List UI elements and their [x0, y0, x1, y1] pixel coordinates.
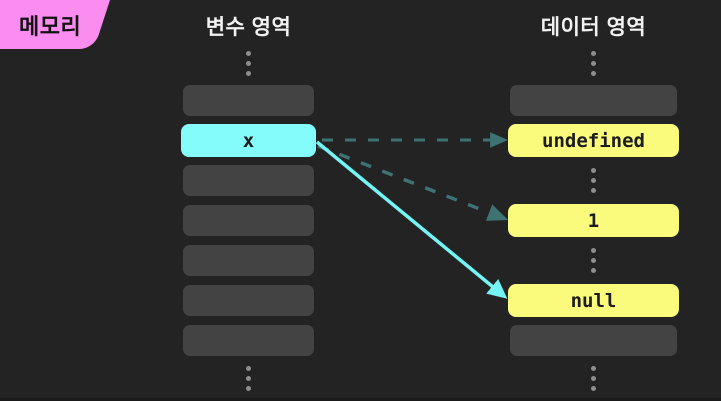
variable-box-x: x	[181, 124, 316, 157]
value-box-1-row: 1	[508, 204, 679, 237]
variables-column-header: 변수 영역	[205, 16, 292, 39]
dot	[246, 51, 251, 56]
memory-slot	[181, 204, 316, 237]
dot	[246, 61, 251, 66]
value-box-undefined-row: undefined	[508, 124, 679, 157]
arrow-x-to-null	[315, 140, 508, 299]
dot	[591, 178, 596, 183]
dot	[591, 51, 596, 56]
arrow-x-to-1	[317, 144, 509, 221]
memory-slot	[181, 324, 316, 357]
dot	[591, 258, 596, 263]
memory-slot	[181, 164, 316, 197]
data-column: undefined 1 null	[508, 84, 679, 357]
memory-slot	[181, 244, 316, 277]
value-box-null-row: null	[508, 284, 679, 317]
variables-column: x	[181, 84, 316, 357]
dot	[591, 188, 596, 193]
value-box-undefined: undefined	[508, 124, 679, 157]
memory-slot	[508, 324, 679, 357]
ellipsis-dots-mid-1	[508, 164, 679, 197]
dot	[246, 386, 251, 391]
dot	[591, 366, 596, 371]
dot	[591, 71, 596, 76]
dot	[246, 71, 251, 76]
memory-slot	[508, 84, 679, 117]
value-box-1: 1	[508, 204, 679, 237]
ellipsis-dots-top-variables	[246, 51, 251, 76]
dot	[591, 248, 596, 253]
dot	[591, 268, 596, 273]
ellipsis-dots-bottom-data	[591, 366, 596, 391]
dot	[591, 376, 596, 381]
dot	[246, 366, 251, 371]
memory-slot	[181, 284, 316, 317]
dot	[591, 168, 596, 173]
dot	[591, 61, 596, 66]
ellipsis-dots-bottom-variables	[246, 366, 251, 391]
dot	[246, 376, 251, 381]
ellipsis-dots-top-data	[591, 51, 596, 76]
memory-slot	[181, 84, 316, 117]
variable-box-x-row: x	[181, 124, 316, 157]
data-column-header: 데이터 영역	[540, 16, 647, 39]
dot	[591, 386, 596, 391]
memory-badge-label: 메모리	[19, 14, 82, 39]
value-box-null: null	[508, 284, 679, 317]
ellipsis-dots-mid-2	[508, 244, 679, 277]
